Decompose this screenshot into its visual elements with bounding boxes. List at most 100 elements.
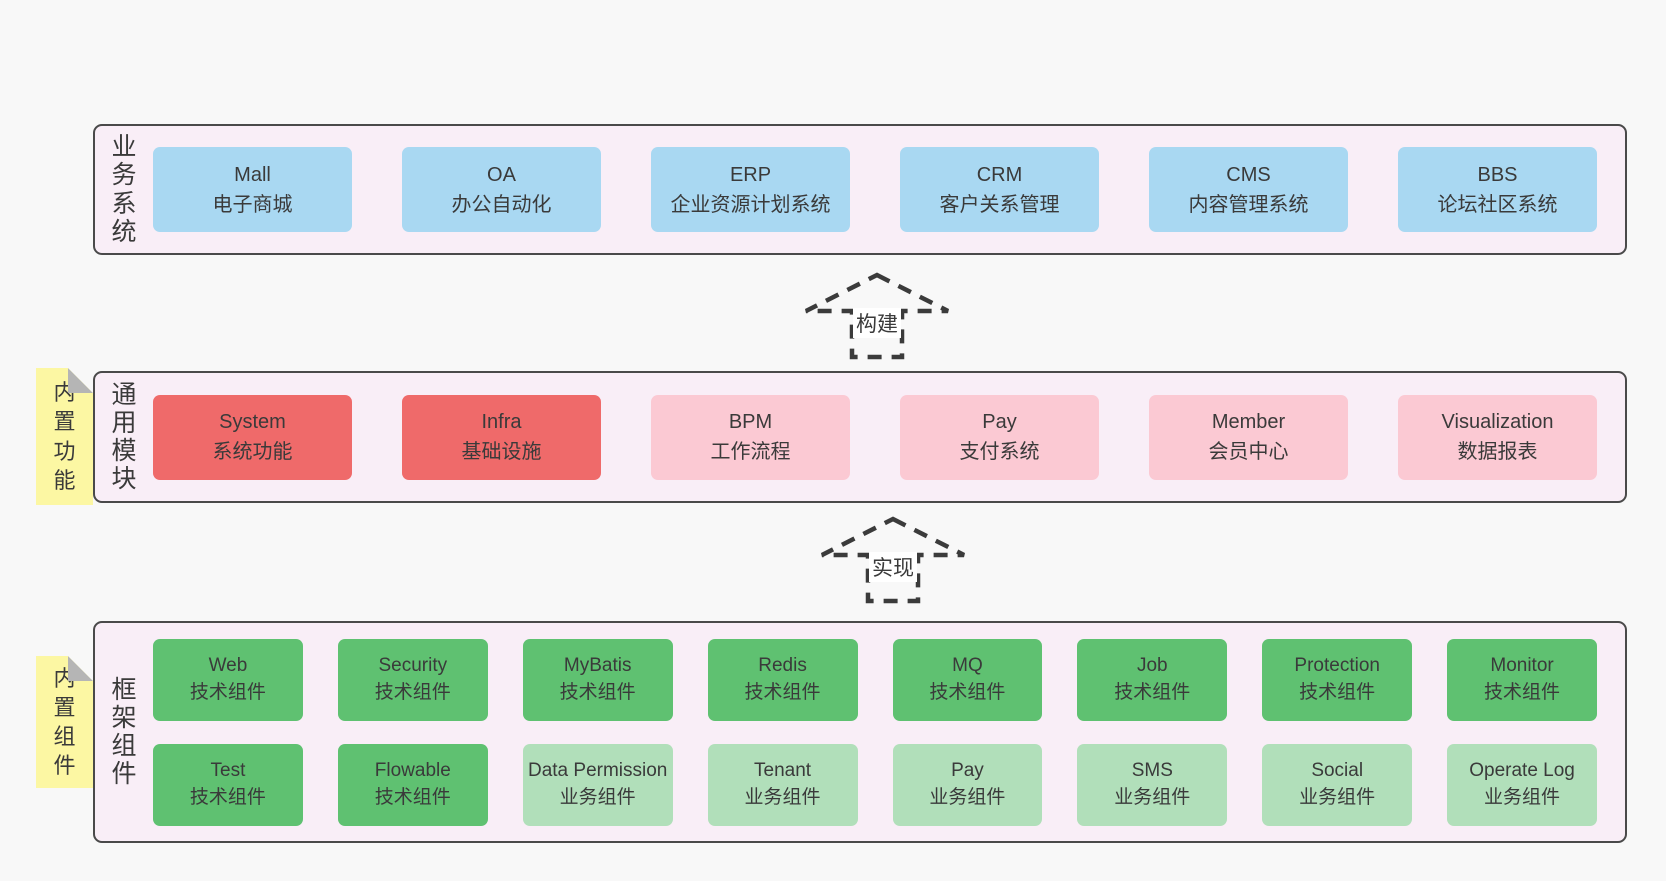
- box-pay-biz: Pay 业务组件: [892, 743, 1043, 826]
- box-title: Protection: [1294, 654, 1380, 676]
- box-operate-log: Operate Log 业务组件: [1447, 743, 1597, 826]
- layer-title-text: 框架组件: [111, 675, 137, 789]
- box-subtitle: 技术组件: [374, 681, 451, 703]
- box-system: System 系统功能: [153, 394, 352, 480]
- arrow-build: 构建: [802, 272, 952, 360]
- box-subtitle: 技术组件: [1484, 681, 1561, 703]
- box-subtitle: 企业资源计划系统: [670, 193, 831, 216]
- box-erp: ERP 企业资源计划系统: [651, 147, 850, 232]
- layer-business-systems: 业务系统 Mall 电子商城 OA 办公自动化 ERP 企业资源计划系统 CRM…: [93, 124, 1627, 255]
- box-crm: CRM 客户关系管理: [900, 147, 1099, 232]
- box-bpm: BPM 工作流程: [651, 394, 850, 480]
- box-title: Operate Log: [1469, 759, 1575, 781]
- box-member: Member 会员中心: [1149, 394, 1348, 480]
- box-subtitle: 系统功能: [212, 441, 293, 463]
- box-title: Flowable: [374, 759, 451, 781]
- box-title: ERP: [729, 163, 772, 186]
- box-social: Social 业务组件: [1262, 743, 1413, 826]
- box-title: Member: [1211, 411, 1286, 433]
- box-flowable: Flowable 技术组件: [337, 743, 488, 826]
- box-title: Redis: [758, 654, 807, 676]
- box-redis: Redis 技术组件: [707, 638, 858, 721]
- box-test: Test 技术组件: [153, 743, 303, 826]
- box-subtitle: 数据报表: [1457, 441, 1538, 463]
- layer-title-text: 通用模块: [111, 380, 137, 494]
- layer-common-modules: 通用模块 System 系统功能 Infra 基础设施 BPM 工作流程 Pay…: [93, 371, 1627, 503]
- box-subtitle: 客户关系管理: [939, 193, 1060, 216]
- sticky-note-text: 内置功能: [53, 380, 76, 493]
- box-subtitle: 技术组件: [189, 786, 266, 808]
- box-title: OA: [487, 163, 516, 186]
- arrow-build-label: 构建: [853, 308, 901, 338]
- box-title: Mall: [234, 163, 271, 186]
- box-subtitle: 技术组件: [189, 681, 266, 703]
- up-arrow-dashed-icon: [804, 272, 950, 360]
- note-fold-corner-icon: [68, 368, 93, 393]
- box-subtitle: 电子商城: [212, 193, 293, 216]
- box-subtitle: 技术组件: [744, 681, 821, 703]
- box-sms: SMS 业务组件: [1077, 743, 1228, 826]
- box-title: System: [219, 411, 286, 433]
- box-bbs: BBS 论坛社区系统: [1398, 147, 1597, 232]
- box-cms: CMS 内容管理系统: [1149, 147, 1348, 232]
- layer-business-body: Mall 电子商城 OA 办公自动化 ERP 企业资源计划系统 CRM 客户关系…: [153, 126, 1625, 253]
- box-subtitle: 业务组件: [1299, 786, 1376, 808]
- box-subtitle: 业务组件: [1484, 786, 1561, 808]
- sticky-note-text: 内置组件: [53, 665, 76, 779]
- sticky-note-builtin-features: 内置功能: [36, 368, 93, 505]
- box-monitor: Monitor 技术组件: [1447, 638, 1597, 721]
- box-subtitle: 支付系统: [959, 441, 1040, 463]
- box-title: Infra: [481, 411, 522, 433]
- layer-title-text: 业务系统: [111, 133, 137, 246]
- box-title: Test: [210, 759, 246, 781]
- layer-title-business-systems: 业务系统: [95, 126, 153, 253]
- note-fold-corner-icon: [68, 656, 93, 681]
- box-title: Visualization: [1441, 411, 1554, 433]
- box-oa: OA 办公自动化: [402, 147, 601, 232]
- box-tenant: Tenant 业务组件: [707, 743, 858, 826]
- box-subtitle: 基础设施: [461, 441, 542, 463]
- box-title: Data Permission: [527, 759, 668, 781]
- box-title: Pay: [982, 411, 1017, 433]
- box-mybatis: MyBatis 技术组件: [522, 638, 673, 721]
- box-title: CMS: [1226, 163, 1271, 186]
- box-infra: Infra 基础设施: [402, 394, 601, 480]
- layer-modules-body: System 系统功能 Infra 基础设施 BPM 工作流程 Pay 支付系统…: [153, 373, 1625, 501]
- box-title: Pay: [951, 759, 984, 781]
- box-title: MyBatis: [563, 654, 632, 676]
- box-title: Social: [1311, 759, 1364, 781]
- box-subtitle: 内容管理系统: [1188, 193, 1309, 216]
- box-title: BPM: [728, 411, 773, 433]
- up-arrow-dashed-icon: [820, 516, 966, 604]
- box-subtitle: 技术组件: [559, 681, 636, 703]
- box-subtitle: 技术组件: [1299, 681, 1376, 703]
- layer-components-body: Web 技术组件 Security 技术组件 MyBatis 技术组件 Redi…: [153, 623, 1625, 841]
- box-subtitle: 业务组件: [929, 786, 1006, 808]
- box-subtitle: 技术组件: [929, 681, 1006, 703]
- box-subtitle: 技术组件: [374, 786, 451, 808]
- box-subtitle: 办公自动化: [451, 193, 552, 216]
- layer-title-framework-components: 框架组件: [95, 623, 153, 841]
- arrow-implement-label: 实现: [869, 552, 917, 582]
- box-subtitle: 业务组件: [559, 786, 636, 808]
- box-title: BBS: [1477, 163, 1518, 186]
- box-security: Security 技术组件: [337, 638, 488, 721]
- box-subtitle: 论坛社区系统: [1437, 193, 1558, 216]
- box-subtitle: 业务组件: [1114, 786, 1191, 808]
- box-visualization: Visualization 数据报表: [1398, 394, 1597, 480]
- box-subtitle: 技术组件: [1114, 681, 1191, 703]
- layer-title-common-modules: 通用模块: [95, 373, 153, 501]
- box-title: Job: [1136, 654, 1168, 676]
- box-data-permission: Data Permission 业务组件: [522, 743, 673, 826]
- box-title: SMS: [1131, 759, 1173, 781]
- box-mall: Mall 电子商城: [153, 147, 352, 232]
- arrow-implement: 实现: [818, 516, 968, 604]
- box-title: MQ: [952, 654, 983, 676]
- box-title: Security: [378, 654, 448, 676]
- box-title: CRM: [976, 163, 1023, 186]
- box-subtitle: 会员中心: [1208, 441, 1289, 463]
- box-pay: Pay 支付系统: [900, 394, 1099, 480]
- box-web: Web 技术组件: [153, 638, 303, 721]
- box-mq: MQ 技术组件: [892, 638, 1043, 721]
